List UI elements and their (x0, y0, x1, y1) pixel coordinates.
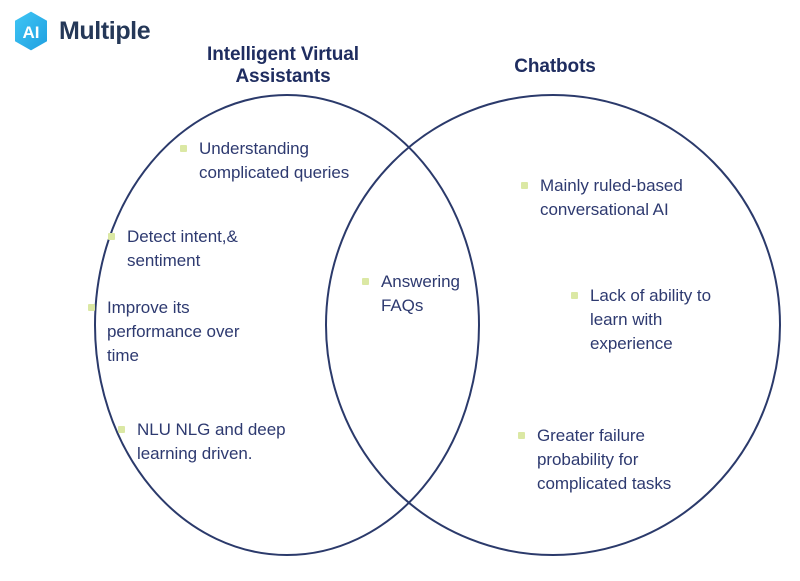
bullet-square-icon (518, 432, 525, 439)
list-item: Lack of ability to learn with experience (571, 284, 746, 356)
right-circle (325, 94, 781, 556)
left-circle-title-line2: Assistants (235, 66, 331, 88)
left-circle (94, 94, 480, 556)
bullet-square-icon (180, 145, 187, 152)
left-circle-title: Intelligent Virtual Assistants (163, 44, 403, 89)
list-item-label: Answering FAQs (381, 272, 460, 316)
list-item-label: Improve its performance over time (107, 298, 240, 366)
list-item-label: Greater failure probability for complica… (537, 426, 672, 494)
bullet-square-icon (571, 292, 578, 299)
list-item: Mainly ruled-based conversational AI (521, 174, 721, 222)
list-item-label: Understanding complicated queries (199, 139, 350, 183)
list-item-label: NLU NLG and deep learning driven. (137, 420, 286, 464)
logo-mark-text: AI (23, 23, 40, 42)
bullet-square-icon (362, 278, 369, 285)
list-item: Answering FAQs (362, 270, 492, 318)
list-item: Greater failure probability for complica… (518, 424, 708, 496)
bullet-square-icon (521, 182, 528, 189)
bullet-square-icon (88, 304, 95, 311)
hexagon-logo-icon: AI (10, 10, 52, 52)
bullet-square-icon (108, 233, 115, 240)
list-item-label: Detect intent,& sentiment (127, 227, 238, 271)
list-item: NLU NLG and deep learning driven. (118, 418, 328, 466)
right-circle-title: Chatbots (514, 56, 596, 77)
aimultiple-logo: AI Multiple (10, 8, 210, 54)
list-item-label: Mainly ruled-based conversational AI (540, 176, 683, 220)
bullet-square-icon (118, 426, 125, 433)
list-item: Improve its performance over time (88, 296, 248, 368)
list-item-label: Lack of ability to learn with experience (590, 286, 711, 354)
list-item: Detect intent,& sentiment (108, 225, 288, 273)
logo-wordmark: Multiple (59, 16, 151, 45)
list-item: Understanding complicated queries (180, 137, 350, 185)
left-circle-title-line1: Intelligent Virtual (207, 44, 359, 65)
